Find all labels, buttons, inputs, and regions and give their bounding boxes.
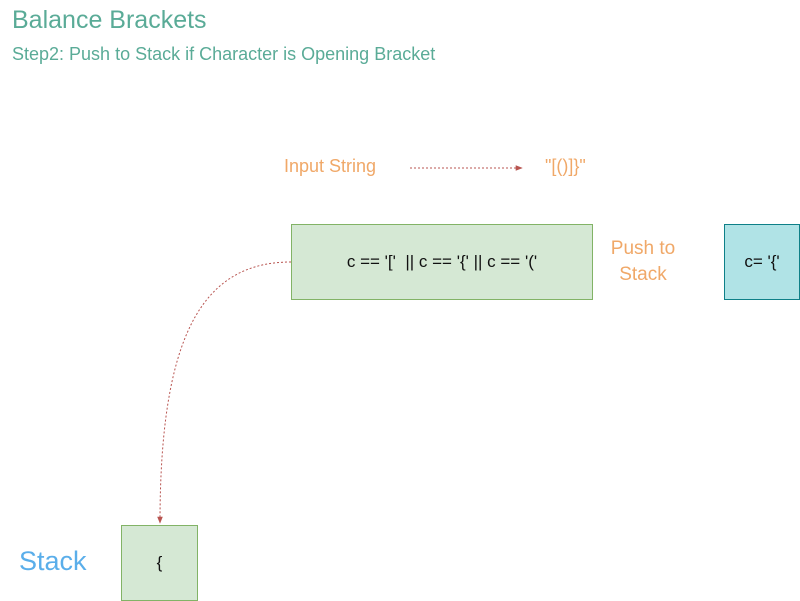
current-char-text: c= '{' <box>744 252 780 271</box>
push-label-line2: Stack <box>619 264 667 285</box>
condition-text: c == '[' || c == '{' || c == '(' <box>346 252 538 271</box>
condition-to-stack-arrow <box>157 261 292 524</box>
condition-box: c == '[' || c == '{' || c == '(' <box>291 224 593 300</box>
push-to-stack-label: Push to Stack <box>604 236 682 288</box>
input-string-value: "[()]}" <box>545 156 586 176</box>
diagram-title: Balance Brackets <box>12 6 207 34</box>
input-string-label: Input String <box>284 156 377 176</box>
stack-item: { <box>156 553 163 572</box>
stack-label: Stack <box>19 546 87 576</box>
diagram-subtitle: Step2: Push to Stack if Character is Ope… <box>12 44 436 64</box>
push-label-line1: Push to <box>610 238 676 259</box>
current-char-box: c= '{' <box>724 224 800 300</box>
